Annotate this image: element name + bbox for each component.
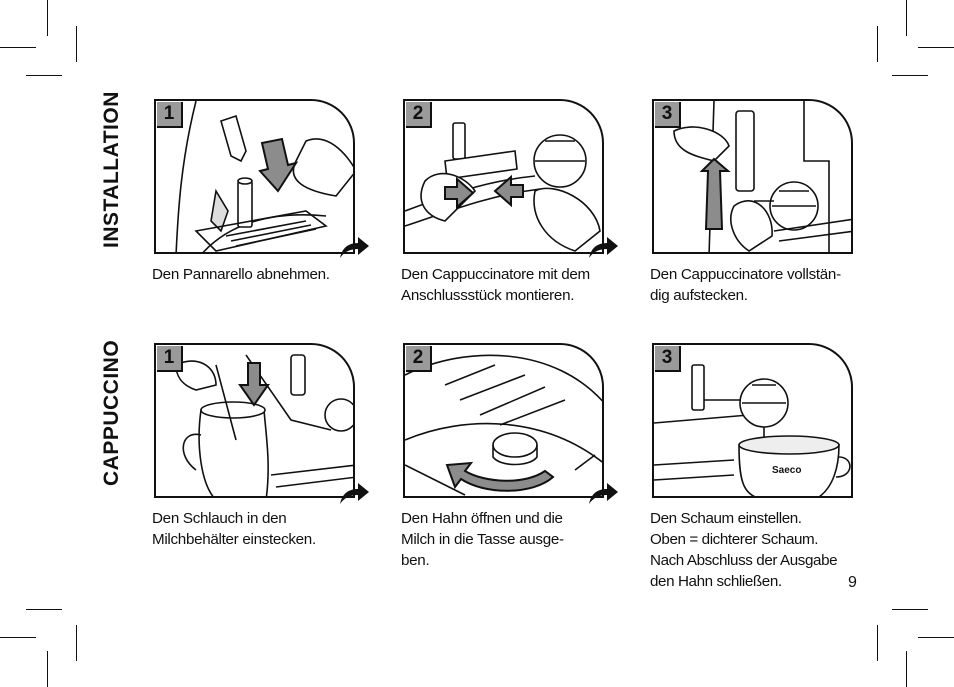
step-caption: Den Hahn öffnen und die Milch in die Tas… (401, 510, 564, 569)
step-caption: Den Schlauch in den Milchbehälter einste… (152, 510, 316, 548)
illustration-panel: 2 (403, 343, 604, 498)
illustration-panel: 3 Saeco (652, 343, 853, 498)
crop-mark (47, 651, 48, 687)
crop-mark (26, 609, 62, 610)
cup-brand-logo: Saeco (772, 465, 801, 476)
crop-mark (76, 26, 77, 62)
section-title-installation: INSTALLATION (100, 91, 123, 248)
crop-mark (892, 609, 928, 610)
illustration-panel: 3 (652, 99, 853, 254)
milk-jug-illustration (175, 354, 353, 496)
crop-mark (0, 637, 36, 638)
attach-cappuccinatore-illustration (673, 101, 851, 252)
open-valve-illustration (405, 354, 602, 496)
continue-arrow-icon (340, 483, 369, 504)
step-caption: Den Pannarello abnehmen. (152, 266, 330, 283)
crop-mark (76, 625, 77, 661)
continue-arrow-icon (589, 237, 618, 258)
step-number-badge: 1 (157, 346, 183, 372)
step-number-badge: 2 (406, 346, 432, 372)
illustration-panel: 2 (403, 99, 604, 254)
crop-mark (877, 26, 878, 62)
step-number-badge: 2 (406, 102, 432, 128)
page-number: 9 (848, 574, 857, 591)
step-caption: Den Cappuccinatore vollstän- dig aufstec… (650, 266, 841, 304)
crop-mark (906, 651, 907, 687)
step-number-badge: 1 (157, 102, 183, 128)
step-number-badge: 3 (655, 102, 681, 128)
pannarello-illustration (175, 101, 353, 252)
illustration-panel: 1 (154, 99, 355, 254)
illustration-panel: 1 (154, 343, 355, 498)
step-caption: Den Cappuccinatore mit dem Anschlussstüc… (401, 266, 590, 304)
adjust-foam-illustration: Saeco (654, 364, 851, 496)
crop-mark (0, 47, 36, 48)
crop-mark (906, 0, 907, 36)
crop-mark (918, 637, 954, 638)
crop-mark (26, 75, 62, 76)
section-title-cappuccino: CAPPUCCINO (100, 339, 123, 486)
continue-arrow-icon (589, 483, 618, 504)
crop-mark (892, 75, 928, 76)
connector-assembly-illustration (405, 122, 601, 252)
step-number-badge: 3 (655, 346, 681, 372)
crop-mark (877, 625, 878, 661)
step-caption: Den Schaum einstellen. Oben = dichterer … (650, 510, 838, 590)
crop-mark (47, 0, 48, 36)
crop-mark (918, 47, 954, 48)
continue-arrow-icon (340, 237, 369, 258)
